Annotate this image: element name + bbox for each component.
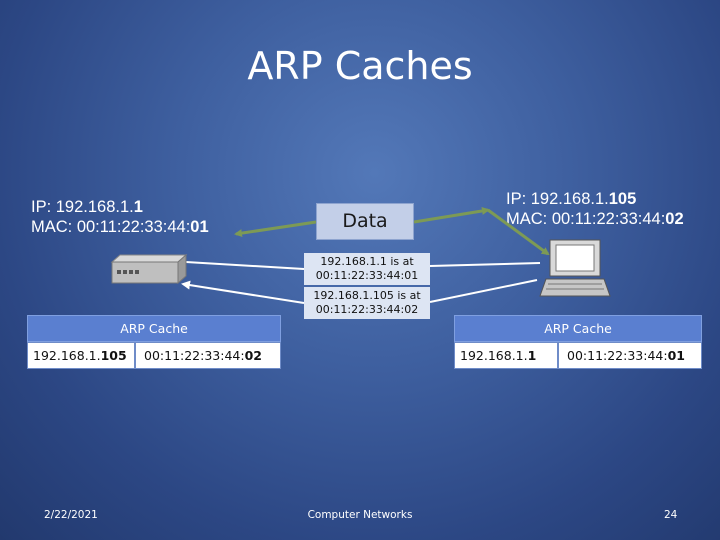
slide-title: ARP Caches — [247, 44, 473, 88]
arp-reply-2: 192.168.1.105 is at 00:11:22:33:44:02 — [304, 287, 430, 319]
data-wire-left — [234, 220, 317, 238]
computer-icon — [539, 239, 611, 297]
data-wire-right — [413, 207, 490, 224]
left-host-label: IP: 192.168.1.1 MAC: 00:11:22:33:44:01 — [31, 197, 209, 237]
right-host-mac: MAC: 00:11:22:33:44:02 — [506, 210, 684, 228]
right-host-label: IP: 192.168.1.105 MAC: 00:11:22:33:44:02 — [506, 189, 684, 229]
reply-arrow-1 — [178, 257, 305, 270]
right-arp-cache-mac: 00:11:22:33:44:01 — [558, 342, 702, 369]
footer-date: 2/22/2021 — [44, 509, 98, 521]
left-arp-cache-mac: 00:11:22:33:44:02 — [135, 342, 281, 369]
data-wire-to-computer — [487, 208, 550, 256]
footer-page-number: 24 — [664, 509, 678, 521]
reply-arrow-2b — [181, 280, 305, 304]
reply-arrow-2 — [429, 279, 538, 303]
left-arp-cache-header: ARP Cache — [27, 315, 281, 342]
switch-icon — [110, 253, 188, 285]
left-host-ip: IP: 192.168.1.1 — [31, 198, 143, 216]
right-host-ip: IP: 192.168.1.105 — [506, 190, 637, 208]
left-host-mac: MAC: 00:11:22:33:44:01 — [31, 218, 209, 236]
right-arp-cache-header: ARP Cache — [454, 315, 702, 342]
reply-arrow-1b — [429, 262, 541, 267]
footer-course: Computer Networks — [307, 509, 413, 521]
right-arp-cache-ip: 192.168.1.1 — [454, 342, 558, 369]
data-packet: Data — [316, 203, 414, 240]
left-arp-cache-ip: 192.168.1.105 — [27, 342, 135, 369]
arp-reply-1: 192.168.1.1 is at 00:11:22:33:44:01 — [304, 253, 430, 285]
